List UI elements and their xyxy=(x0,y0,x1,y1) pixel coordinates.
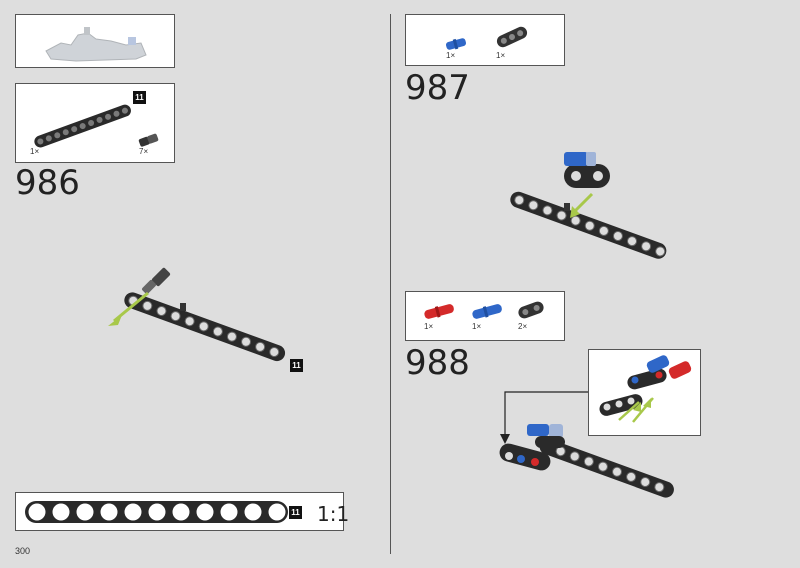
dark-connector-icon xyxy=(496,26,528,48)
blue-axle-pin-icon xyxy=(445,38,467,50)
dark-link-icon xyxy=(518,301,544,319)
beam-11-icon xyxy=(34,104,131,148)
scale-beam-icon xyxy=(25,501,288,523)
assembly-986-illustration xyxy=(108,267,286,362)
assembly-988-illustration xyxy=(499,424,674,498)
assembly-length-badge: 11 xyxy=(290,359,303,372)
sub-assembly-callout xyxy=(588,349,701,436)
step-number-986: 986 xyxy=(15,163,80,203)
connector-peg-icon xyxy=(138,133,159,147)
part-qty-blue-pin: 1× xyxy=(446,51,456,60)
sub-assembly-illustration xyxy=(599,355,692,423)
step-number-987: 987 xyxy=(405,68,470,108)
part-qty-blue-pin-988: 1× xyxy=(472,322,482,331)
part-qty-dark-link: 2× xyxy=(518,322,528,331)
part-qty-peg: 7× xyxy=(139,147,149,156)
parts-callout-986: 11 1× 7× xyxy=(15,83,175,163)
scale-label: 1:1 xyxy=(317,502,350,526)
scale-reference-box: 11 xyxy=(15,492,344,531)
model-preview-icon xyxy=(45,27,147,62)
step-number-988: 988 xyxy=(405,343,470,383)
part-qty-dark-connector: 1× xyxy=(496,51,506,60)
scale-length-badge: 11 xyxy=(289,506,302,519)
previous-model-thumbnail xyxy=(15,14,175,68)
parts-callout-988: 1× 1× 2× xyxy=(405,291,565,341)
callout-pointer-arrow xyxy=(500,391,588,444)
part-qty-beam: 1× xyxy=(30,147,40,156)
beam-length-badge: 11 xyxy=(133,91,146,104)
column-divider xyxy=(390,14,391,554)
red-axle-pin-icon xyxy=(424,304,454,319)
part-qty-red-pin: 1× xyxy=(424,322,434,331)
blue-axle-pin-icon xyxy=(472,304,502,319)
parts-callout-987: 1× 1× xyxy=(405,14,565,66)
page-number: 300 xyxy=(15,546,31,556)
assembly-987-illustration xyxy=(510,152,667,259)
